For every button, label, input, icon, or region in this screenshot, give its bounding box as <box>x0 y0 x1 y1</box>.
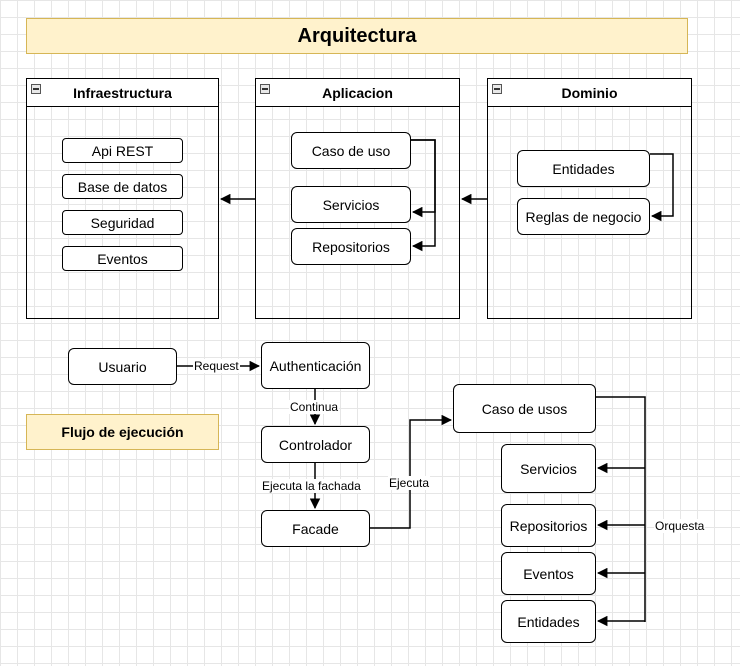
authentication-node[interactable]: Authenticación <box>261 342 370 389</box>
aplicacion-container: Aplicacion <box>255 78 460 319</box>
orquesta-bus <box>596 396 646 622</box>
orquesta-label: Orquesta <box>654 519 706 533</box>
request-label: Request <box>193 359 240 373</box>
seguridad-box[interactable]: Seguridad <box>62 210 183 235</box>
flujo-de-ejecucion-label: Flujo de ejecución <box>26 414 219 450</box>
servicios-node[interactable]: Servicios <box>501 444 596 493</box>
usuario-node[interactable]: Usuario <box>68 348 177 385</box>
collapse-icon[interactable] <box>260 84 270 94</box>
infraestructura-title: Infraestructura <box>73 84 172 101</box>
facade-node[interactable]: Facade <box>261 510 370 547</box>
collapse-icon[interactable] <box>492 84 502 94</box>
dominio-container: Dominio <box>487 78 692 319</box>
dominio-header: Dominio <box>488 79 691 107</box>
aplicacion-title: Aplicacion <box>322 84 393 101</box>
infraestructura-container: Infraestructura <box>26 78 219 319</box>
collapse-icon[interactable] <box>31 84 41 94</box>
ejecuta-edge <box>370 414 453 529</box>
eventos-box[interactable]: Eventos <box>62 246 183 271</box>
caso-de-usos-node[interactable]: Caso de usos <box>453 384 596 433</box>
api-rest-box[interactable]: Api REST <box>62 138 183 163</box>
eventos-node[interactable]: Eventos <box>501 552 596 595</box>
entidades-node[interactable]: Entidades <box>501 600 596 643</box>
base-de-datos-box[interactable]: Base de datos <box>62 174 183 199</box>
servicios-box[interactable]: Servicios <box>291 186 411 223</box>
controlador-node[interactable]: Controlador <box>261 426 370 463</box>
aplicacion-header: Aplicacion <box>256 79 459 107</box>
ejecuta-fachada-label: Ejecuta la fachada <box>261 479 362 493</box>
ejecuta-label: Ejecuta <box>388 476 431 490</box>
caso-to-repositorios-edge <box>411 139 436 252</box>
reglas-de-negocio-box[interactable]: Reglas de negocio <box>517 198 650 235</box>
diagram-title: Arquitectura <box>26 18 688 54</box>
repositorios-node[interactable]: Repositorios <box>501 504 596 547</box>
entidades-to-reglas-edge <box>650 153 674 222</box>
continua-label: Continua <box>289 400 340 414</box>
repositorios-box[interactable]: Repositorios <box>291 228 411 265</box>
caso-to-servicios-edge <box>411 139 436 218</box>
infraestructura-header: Infraestructura <box>27 79 218 107</box>
caso-de-uso-box[interactable]: Caso de uso <box>291 132 411 169</box>
entidades-box[interactable]: Entidades <box>517 150 650 187</box>
dominio-title: Dominio <box>561 84 618 101</box>
